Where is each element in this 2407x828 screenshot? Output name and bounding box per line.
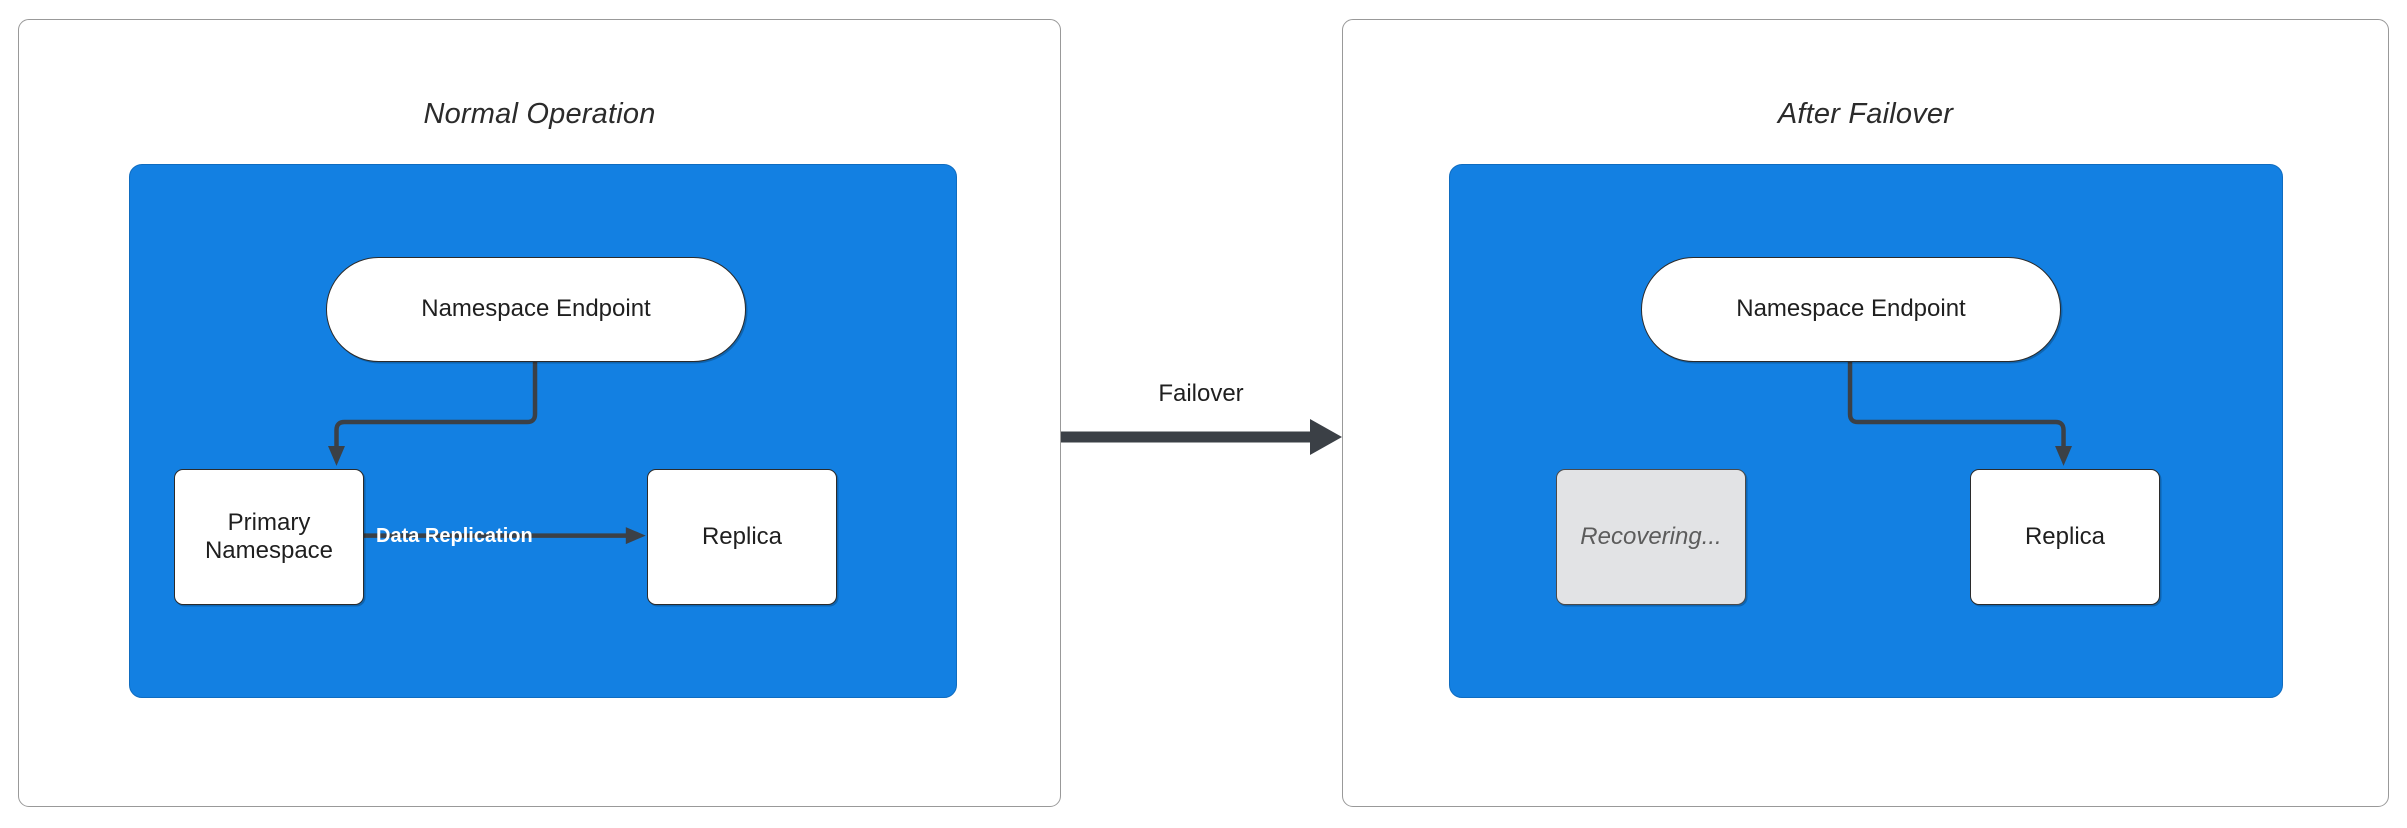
failover-transition: Failover xyxy=(1045,380,1357,490)
panel-normal-operation: Normal Operation Data Replication Namesp… xyxy=(18,19,1061,807)
panel-title-normal-operation: Normal Operation xyxy=(423,98,656,130)
node-namespace-endpoint-failover[interactable]: Namespace Endpoint xyxy=(1641,257,2061,362)
node-label: Replica xyxy=(701,522,783,550)
connector-data-replication xyxy=(363,527,646,545)
panel-after-failover: After Failover Namespace Endpoint Recove… xyxy=(1342,19,2389,807)
node-replica-failover[interactable]: Replica xyxy=(1970,469,2160,605)
node-label: Replica xyxy=(2024,522,2106,550)
node-namespace-endpoint-normal[interactable]: Namespace Endpoint xyxy=(326,257,746,362)
zone-normal-operation: Data Replication Namespace Endpoint Prim… xyxy=(129,164,957,698)
node-replica-normal[interactable]: Replica xyxy=(647,469,837,605)
panel-title-after-failover: After Failover xyxy=(1777,98,1954,130)
node-label: Namespace Endpoint xyxy=(421,295,651,323)
zone-after-failover: Namespace Endpoint Recovering... Replica xyxy=(1449,164,2283,698)
connector-endpoint-to-replica xyxy=(1847,361,2073,466)
edge-label-data-replication: Data Replication xyxy=(376,525,533,547)
failover-arrow-icon xyxy=(1061,419,1342,455)
node-label: Namespace Endpoint xyxy=(1736,295,1966,323)
node-label: Recovering... xyxy=(1580,522,1722,550)
connector-endpoint-to-primary xyxy=(328,361,538,466)
node-recovering[interactable]: Recovering... xyxy=(1556,469,1746,605)
node-label-line2: Namespace xyxy=(204,537,334,564)
failover-label: Failover xyxy=(1158,380,1244,407)
node-label-line1: Primary xyxy=(227,508,311,536)
